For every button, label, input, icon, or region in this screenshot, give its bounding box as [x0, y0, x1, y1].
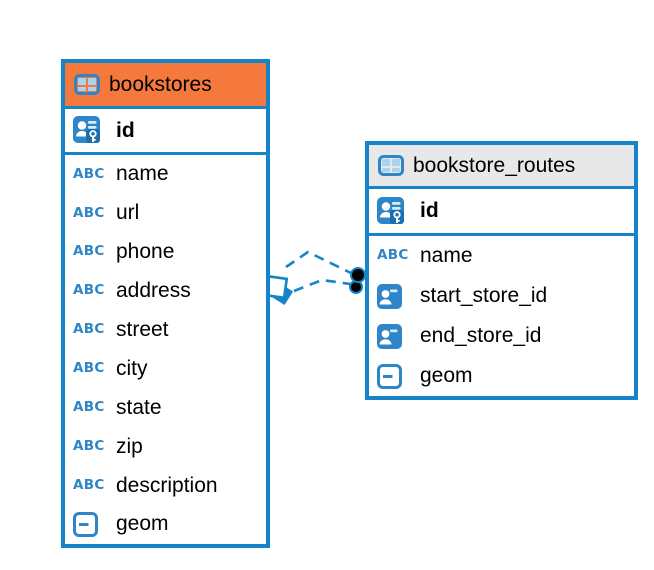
column-row-city[interactable]: ABC city [65, 349, 266, 389]
text-icon: ABC [73, 204, 105, 221]
column-name: street [116, 318, 169, 341]
column-name: end_store_id [420, 324, 542, 347]
text-icon: ABC [73, 360, 105, 377]
column-row-id[interactable]: id [65, 109, 266, 155]
column-name: name [420, 244, 473, 267]
reference-icon [377, 323, 413, 349]
column-row-name[interactable]: ABC name [65, 155, 266, 194]
geometry-icon [73, 511, 109, 537]
column-row-description[interactable]: ABC description [65, 466, 266, 506]
column-name: geom [420, 364, 473, 387]
column-row-end_store_id[interactable]: end_store_id [369, 316, 634, 356]
geometry-icon [377, 363, 413, 389]
column-name: state [116, 395, 162, 419]
column-row-address[interactable]: ABC address [65, 271, 266, 311]
relationship-line-lower[interactable] [293, 278, 351, 293]
relationship-endpoint-dots [349, 267, 366, 294]
column-row-zip[interactable]: ABC zip [65, 427, 266, 467]
text-icon: ABC [73, 476, 105, 493]
column-row-id[interactable]: id [369, 189, 634, 236]
column-row-geom[interactable]: geom [369, 356, 634, 396]
column-name: start_store_id [420, 284, 548, 307]
table-header[interactable]: bookstores [65, 63, 266, 109]
relationship-line-upper[interactable] [285, 250, 352, 275]
table-title: bookstore_routes [413, 153, 576, 177]
column-row-url[interactable]: ABC url [65, 193, 266, 233]
text-icon: ABC [73, 165, 105, 182]
column-name: city [116, 356, 148, 380]
column-name: zip [116, 434, 143, 458]
column-row-start_store_id[interactable]: start_store_id [369, 276, 634, 316]
column-row-phone[interactable]: ABC phone [65, 232, 266, 272]
text-icon: ABC [73, 243, 105, 260]
text-icon: ABC [73, 282, 105, 299]
column-row-name[interactable]: ABC name [369, 236, 634, 276]
table-icon [74, 74, 100, 95]
text-icon: ABC [73, 399, 105, 416]
column-row-street[interactable]: ABC street [65, 310, 266, 350]
column-name: name [116, 162, 169, 186]
table-icon [378, 155, 404, 176]
table-header[interactable]: bookstore_routes [369, 145, 634, 189]
column-name: url [116, 201, 140, 225]
column-name: geom [116, 512, 169, 536]
column-name: address [116, 279, 191, 303]
primary-key-icon [377, 196, 413, 226]
reference-icon [377, 283, 413, 309]
primary-key-icon [73, 116, 109, 145]
column-name: id [420, 199, 439, 222]
text-icon: ABC [377, 247, 409, 264]
column-name: description [116, 473, 218, 497]
text-icon: ABC [73, 437, 105, 454]
column-row-state[interactable]: ABC state [65, 388, 266, 428]
column-name: id [116, 118, 135, 142]
relationship-connector[interactable] [263, 250, 366, 306]
text-icon: ABC [73, 321, 105, 338]
table-title: bookstores [109, 72, 212, 96]
column-row-geom[interactable]: geom [65, 505, 266, 544]
column-name: phone [116, 240, 175, 264]
